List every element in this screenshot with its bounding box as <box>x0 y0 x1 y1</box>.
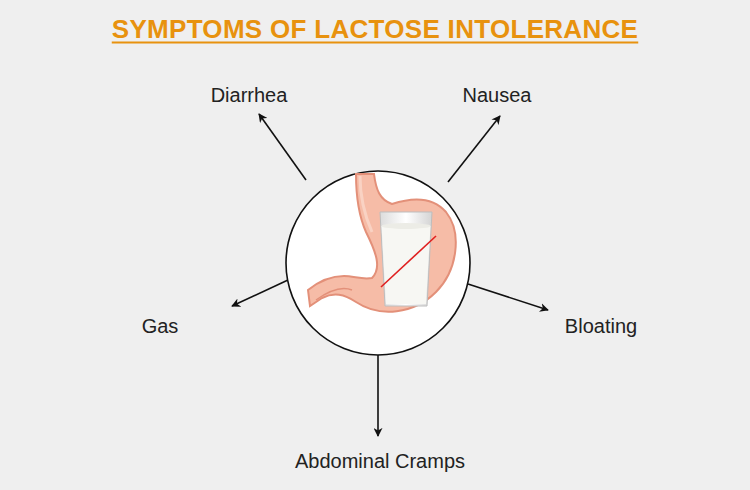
arrow <box>377 355 379 436</box>
milk-glass <box>380 212 436 306</box>
symptom-label: Diarrhea <box>211 84 288 107</box>
stomach <box>308 174 456 312</box>
arrow <box>259 114 306 180</box>
arrow <box>468 284 548 310</box>
symptom-label: Bloating <box>565 315 637 338</box>
arrow <box>448 116 500 182</box>
title: SYMPTOMS OF LACTOSE INTOLERANCE <box>112 14 638 45</box>
symptom-label: Gas <box>142 315 179 338</box>
symptom-label: Nausea <box>463 84 532 107</box>
symptom-label: Abdominal Cramps <box>295 450 465 473</box>
circle <box>286 171 470 355</box>
arrow <box>232 280 288 306</box>
arrows <box>232 114 548 436</box>
